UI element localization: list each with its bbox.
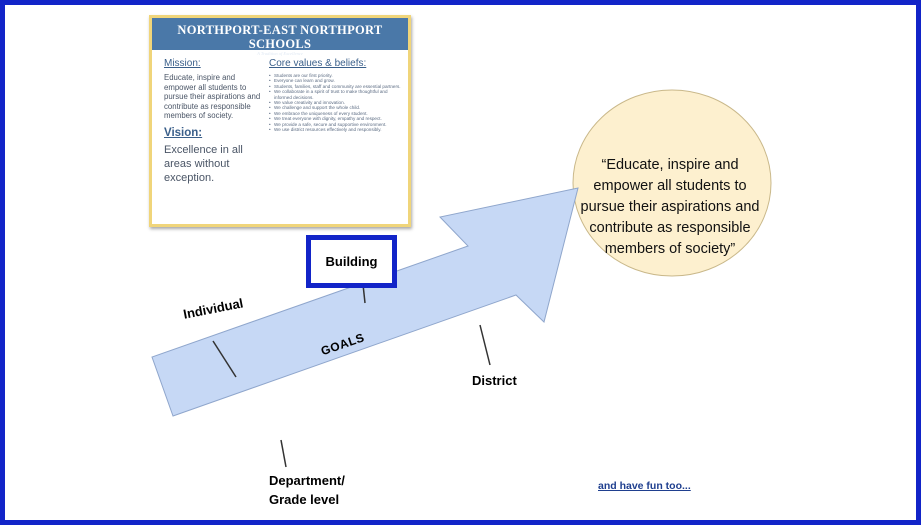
quote-circle [572,89,772,277]
belief-item: Students, families, staff and community … [269,84,403,90]
school-tagline: A Tradition of Excellence [257,51,303,56]
belief-item: We value creativity and innovation. [269,100,403,106]
district-label: District [472,373,517,388]
core-values-heading: Core values & beliefs: [269,58,367,69]
vision-text: Excellence in all areas without exceptio… [164,143,243,184]
building-label: Building [325,254,378,269]
district-connector [479,324,491,366]
school-name: NORTHPORT-EAST NORTHPORT SCHOOLS [177,23,383,51]
beliefs-list: Students are our first priority. Everyon… [269,73,403,133]
belief-item: We provide a safe, secure and supportive… [269,122,403,128]
belief-item: We collaborate in a spirit of trust to m… [269,89,403,100]
belief-item: Everyone can learn and grow. [269,78,403,84]
belief-item: We use district resources effectively an… [269,127,403,133]
department-label-line2: Grade level [269,492,340,507]
mission-column: Mission: Educate, inspire and empower al… [164,58,264,185]
belief-item: Students are our first priority. [269,73,403,79]
card-header: NORTHPORT-EAST NORTHPORT SCHOOLS A Tradi… [152,18,408,56]
building-box: Building [306,235,397,288]
mission-quote: “Educate, inspire and empower all studen… [580,157,760,257]
mission-card: NORTHPORT-EAST NORTHPORT SCHOOLS A Tradi… [149,15,411,227]
mission-text: Educate, inspire and empower all student… [164,73,261,120]
department-label-line1: Department/ [269,473,345,488]
individual-connector [212,340,237,378]
core-values-column: Core values & beliefs: Students are our … [269,58,403,133]
department-connector [280,439,287,468]
belief-item: We challenge and support the whole child… [269,105,403,111]
department-label: Department/ Grade level [269,471,345,509]
goals-diagram [151,89,772,468]
mission-heading: Mission: [164,58,201,69]
vision-heading: Vision: [164,126,203,139]
have-fun-link[interactable]: and have fun too... [598,480,691,492]
belief-item: We treat everyone with dignity, empathy … [269,116,403,122]
belief-item: We embrace the uniqueness of every stude… [269,111,403,117]
